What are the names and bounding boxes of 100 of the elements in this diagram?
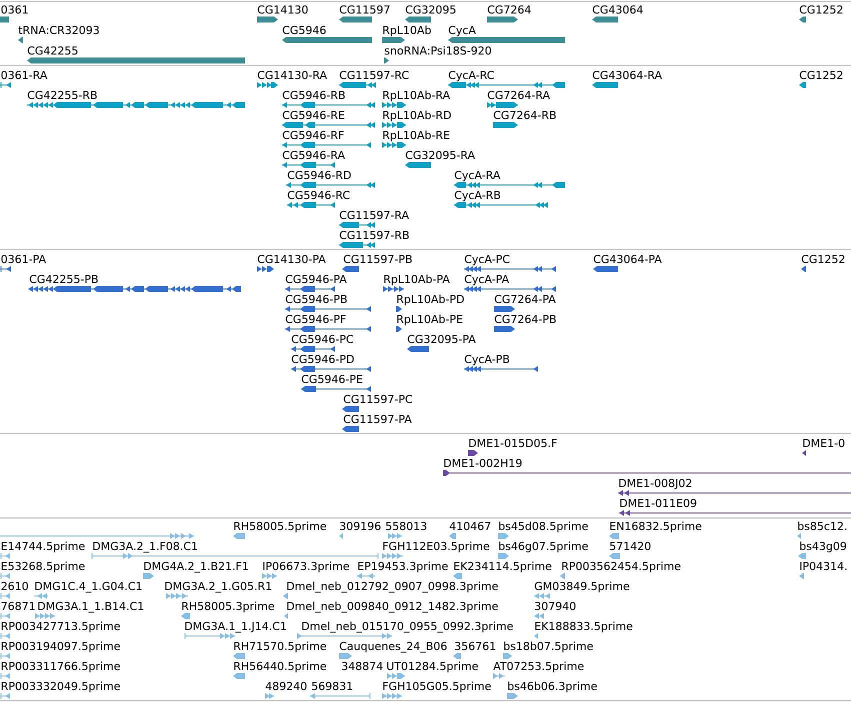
node-label: CG5946 <box>282 26 326 34</box>
node-label: 489240 <box>266 682 306 690</box>
node-label: DME1-0 <box>803 438 844 448</box>
gene-feature: CG5946 <box>282 26 372 43</box>
gene-feature: bs45d08.5prime <box>498 522 588 539</box>
node-label: CG43064-RA <box>592 70 662 80</box>
node-label: CG11597-RC <box>340 70 409 80</box>
node-label: CG5946-RF <box>282 130 344 140</box>
feature-label: 348874 <box>342 662 383 670</box>
gene-feature: bs46b06.3prime <box>507 682 597 699</box>
gene-feature: CG14130 <box>257 5 308 22</box>
node-label: bs18b07.5prime <box>504 642 593 652</box>
node-label: E53268.5prime <box>2 562 85 572</box>
gene-feature: 307940 <box>534 602 576 619</box>
gene-feature: CG5946-RE <box>282 110 375 128</box>
gene-feature: IP04314. <box>799 562 846 579</box>
node-label: EP19453.3prime <box>358 562 448 572</box>
node-label: RH56440.5prime <box>234 662 326 672</box>
node-label: CG5946-RA <box>282 150 345 160</box>
gene-feature: RpL10Ab-RD <box>382 110 451 128</box>
node-label: CG5946-PD <box>292 354 354 364</box>
node-label: EN16832.5prime <box>610 522 702 532</box>
gene-feature: RP003194097.5prime <box>0 642 120 660</box>
node-label: 76871 <box>2 602 35 610</box>
node-label: CG5946-RE <box>282 110 344 120</box>
node-label: CG42255 <box>28 46 78 55</box>
gene-feature: DMG3A.1_1.B14.C1 <box>34 602 144 619</box>
node-label: DMG3A.1_1.J14.C1 <box>185 622 286 633</box>
gene-feature: DME1-0 <box>802 438 844 456</box>
gene-feature: 489240 <box>264 682 306 699</box>
gene-feature: UT01284.5prime <box>386 662 478 679</box>
gene-feature: 571420 <box>609 542 650 559</box>
gene-feature: DME1-002H19 <box>442 458 851 476</box>
gene-feature: CG7264-PB <box>494 314 556 332</box>
gene-feature: CG42255-RB <box>26 90 246 108</box>
gene-feature: CG43064-RA <box>592 70 662 88</box>
gene-feature: CG5946-PA <box>284 274 347 292</box>
gene-feature: CG43064 <box>592 5 643 22</box>
node-label: CG5946-PA <box>286 274 347 284</box>
node-label: 309196 <box>340 522 380 530</box>
gene-feature: CG11597-RC <box>338 70 409 88</box>
gene-feature: RpL10Ab-PD <box>396 294 464 312</box>
gene-feature: CycA-PC <box>464 254 556 272</box>
gene-feature: CG1252 <box>799 5 842 22</box>
gene-feature: CycA-RB <box>454 190 548 208</box>
node-label: CG42255-PB <box>30 274 98 284</box>
gene-feature: RP003311766.5prime <box>0 662 120 680</box>
node-label: CG5946-PB <box>286 294 347 304</box>
gene-feature: EN16832.5prime <box>609 522 702 539</box>
node-label: 0361-PA <box>1 254 46 264</box>
gene-feature: 309196 <box>339 522 380 539</box>
node-label: snoRNA:Psi18S-920 <box>384 46 491 55</box>
node-label: EK188833.5prime <box>535 622 632 632</box>
node-label: RpL10Ab <box>383 26 431 36</box>
node-label: Cauquenes_24_B06 <box>340 642 447 653</box>
gene-feature: RH58005.3prime <box>181 602 274 619</box>
node-label: CG11597-PB <box>344 254 412 264</box>
gene-feature: CG14130-RA <box>257 70 327 88</box>
gene-feature: E53268.5prime <box>0 562 85 580</box>
node-label: tRNA:CR32093 <box>18 26 99 34</box>
node-label: RpL10Ab-RE <box>383 130 450 142</box>
gene-feature: CG7264 <box>487 5 531 22</box>
node-label: CycA-RA <box>454 170 500 182</box>
node-label: CG11597 <box>340 5 390 14</box>
node-label: DME1-002H19 <box>444 458 522 468</box>
gene-feature: CG11597-RB <box>338 230 409 248</box>
gene-feature: 410467 <box>449 522 490 539</box>
node-label: CG32095 <box>406 5 456 14</box>
gene-feature: DME1-015D05.F <box>468 438 557 456</box>
node-label: RpL10Ab-PD <box>397 294 464 306</box>
gene-feature: RP003332049.5prime <box>0 682 120 700</box>
gene-feature: DMG3A.2_1.G05.R1 <box>165 582 272 599</box>
gene-feature: DMG3A.1_1.J14.C1 <box>184 622 286 640</box>
node-label: CG1252 <box>800 70 842 80</box>
gene-feature: 0361 <box>0 5 28 22</box>
gene-feature: bs46g07.5prime <box>498 542 588 559</box>
node-label: AT07253.5prime <box>493 662 584 672</box>
node-label: CG43064-PA <box>594 254 662 264</box>
gene-feature: CG5946-RD <box>286 170 376 188</box>
gene-feature: Dmel_neb_012792_0907_0998.3prime <box>283 582 498 599</box>
node-label: RH58005.3prime <box>182 602 274 612</box>
node-label: RH71570.5prime <box>234 642 326 652</box>
node-label: DME1-008J02 <box>619 478 692 490</box>
gene-feature: CycA-PB <box>464 354 538 372</box>
node-label: CG11597-RB <box>340 230 409 240</box>
node-label: Dmel_neb_015170_0955_0992.3prime <box>302 622 513 633</box>
gene-feature: CG1252 <box>801 254 844 272</box>
node-label: GM03849.5prime <box>534 582 630 592</box>
node-label: DME1-011E09 <box>620 498 696 508</box>
gene-feature: CycA-PA <box>464 274 556 292</box>
node-label: 571420 <box>610 542 650 550</box>
gene-feature: bs18b07.5prime <box>503 642 593 659</box>
gene-feature: CycA <box>448 26 565 43</box>
gene-feature: CG43064-PA <box>593 254 662 272</box>
gene-feature: CG7264-RB <box>493 110 556 128</box>
gene-feature: 356761 <box>453 642 496 659</box>
node-label: 410467 <box>450 522 490 530</box>
node-label: DMG1C.4_1.G04.C1 <box>35 582 142 593</box>
gene-feature: DMG1C.4_1.G04.C1 <box>34 582 142 599</box>
gene-feature: IP06673.3prime <box>262 562 350 579</box>
